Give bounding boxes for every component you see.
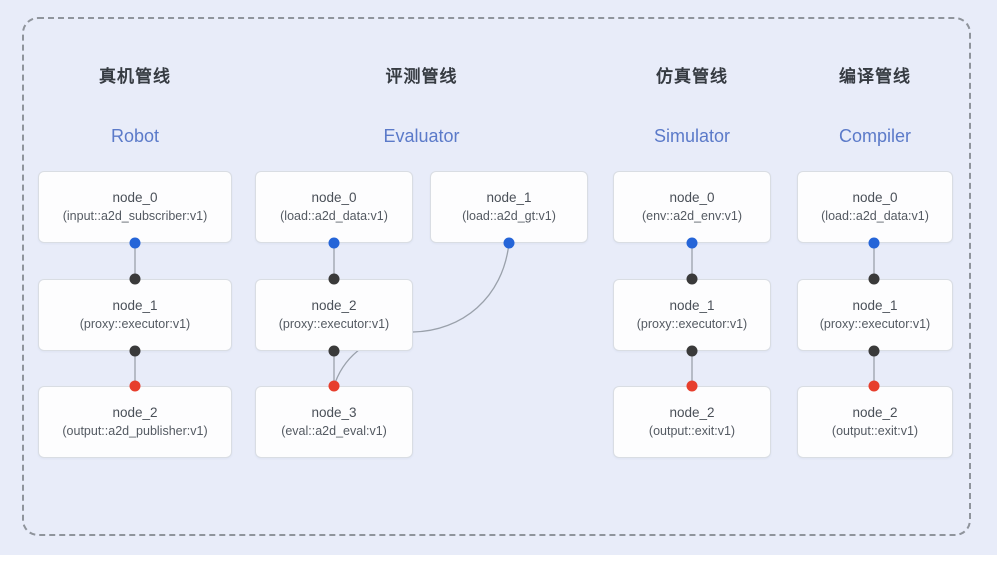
node-title: node_0	[852, 190, 898, 205]
node-type: (proxy::executor:v1)	[819, 317, 931, 331]
node-title: node_2	[669, 405, 715, 420]
header-zh-simulator: 仿真管线	[656, 67, 728, 86]
header-en-simulator: Simulator	[653, 126, 731, 146]
node-title: node_0	[311, 190, 357, 205]
header-zh-robot: 真机管线	[99, 67, 171, 86]
node-title: node_0	[669, 190, 715, 205]
node-type: (input::a2d_subscriber:v1)	[62, 209, 208, 223]
node-title: node_3	[311, 405, 357, 420]
node-type: (env::a2d_env:v1)	[641, 209, 743, 223]
node-comp-node1: node_1 (proxy::executor:v1)	[797, 279, 953, 351]
header-zh-compiler: 编译管线	[839, 67, 911, 86]
node-type: (load::a2d_gt:v1)	[462, 209, 556, 223]
node-robot-node1: node_1 (proxy::executor:v1)	[38, 279, 232, 351]
node-comp-node2: node_2 (output::exit:v1)	[797, 386, 953, 458]
node-type: (eval::a2d_eval:v1)	[281, 424, 387, 438]
node-type: (proxy::executor:v1)	[636, 317, 748, 331]
header-en-evaluator: Evaluator	[383, 126, 460, 146]
node-eval-node2: node_2 (proxy::executor:v1)	[255, 279, 413, 351]
node-type: (load::a2d_data:v1)	[280, 209, 388, 223]
node-type: (output::exit:v1)	[648, 424, 736, 438]
node-type: (proxy::executor:v1)	[278, 317, 390, 331]
node-title: node_0	[112, 190, 158, 205]
node-title: node_2	[112, 405, 158, 420]
node-sim-node2: node_2 (output::exit:v1)	[613, 386, 771, 458]
node-sim-node0: node_0 (env::a2d_env:v1)	[613, 171, 771, 243]
node-type: (load::a2d_data:v1)	[821, 209, 929, 223]
node-eval-node1: node_1 (load::a2d_gt:v1)	[430, 171, 588, 243]
node-title: node_2	[852, 405, 898, 420]
header-en-compiler: Compiler	[838, 126, 912, 146]
node-title: node_1	[112, 298, 158, 313]
node-eval-node3: node_3 (eval::a2d_eval:v1)	[255, 386, 413, 458]
bottom-strip	[0, 555, 997, 563]
node-eval-node0: node_0 (load::a2d_data:v1)	[255, 171, 413, 243]
node-title: node_1	[486, 190, 532, 205]
header-en-robot: Robot	[110, 126, 160, 146]
node-type: (output::a2d_publisher:v1)	[62, 424, 208, 438]
node-title: node_1	[669, 298, 715, 313]
node-robot-node2: node_2 (output::a2d_publisher:v1)	[38, 386, 232, 458]
node-comp-node0: node_0 (load::a2d_data:v1)	[797, 171, 953, 243]
node-title: node_1	[852, 298, 898, 313]
node-robot-node0: node_0 (input::a2d_subscriber:v1)	[38, 171, 232, 243]
node-type: (proxy::executor:v1)	[79, 317, 191, 331]
dashed-frame	[22, 17, 971, 536]
header-zh-evaluator: 评测管线	[385, 67, 458, 86]
node-sim-node1: node_1 (proxy::executor:v1)	[613, 279, 771, 351]
node-title: node_2	[311, 298, 357, 313]
node-type: (output::exit:v1)	[831, 424, 919, 438]
